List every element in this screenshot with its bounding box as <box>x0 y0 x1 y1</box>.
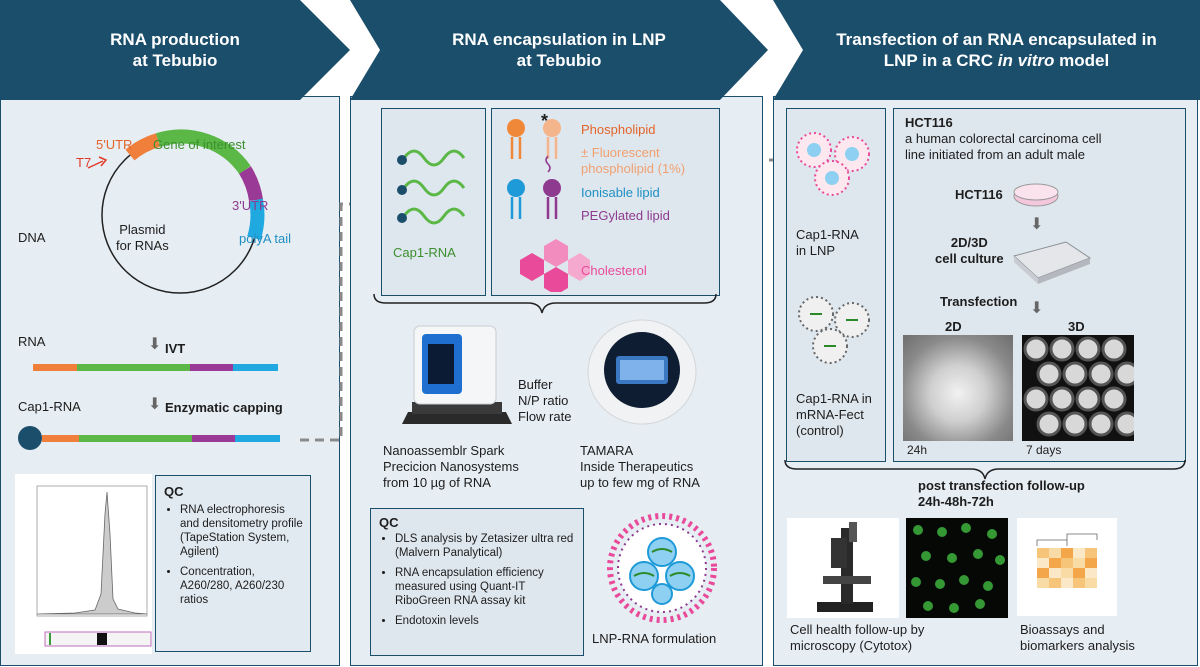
electropherogram-image <box>15 474 152 654</box>
header-title-line2: LNP in a CRC in vitro model <box>883 51 1110 70</box>
header-title-line1: Transfection of an RNA encapsulated in <box>836 30 1157 49</box>
2d-culture-image <box>903 335 1013 441</box>
header-arrow-shape <box>0 0 350 100</box>
lnp-particle-icon <box>607 513 717 623</box>
label-cap1-rna: Cap1-RNA <box>18 399 81 414</box>
header-title-line1: RNA encapsulation in LNP <box>452 30 666 49</box>
label-np-ratio: N/P ratio <box>518 393 569 408</box>
label-3utr: 3'UTR <box>232 198 269 213</box>
label-polya-tail: polyA tail <box>239 231 292 246</box>
label-phospholipid: Phospholipid <box>581 122 656 137</box>
plasmid-goi-arc <box>155 129 251 175</box>
label-24h: 24h <box>907 443 928 457</box>
qc-item: Endotoxin levels <box>395 614 579 628</box>
qc-item: Concentration, A260/280, A260/230 ratios <box>180 565 306 607</box>
lnp-cluster-icon <box>796 132 870 196</box>
label-lnp-rna-formulation: LNP-RNA formulation <box>592 631 717 646</box>
ivt-arrow-icon: ⬇ <box>148 336 162 353</box>
qc-title: QC <box>379 515 399 530</box>
label-hct116-title: HCT116 <box>905 115 953 130</box>
label-ionisable-lipid: Ionisable lipid <box>581 185 660 200</box>
down-arrow-icon: ⬇ <box>1030 300 1044 317</box>
label-transfection: Transfection <box>940 294 1018 309</box>
multiwell-plate-icon <box>1012 241 1092 284</box>
nanoassemblr-spark-image <box>402 325 512 424</box>
label-5utr: 5'UTR <box>96 137 133 152</box>
lipid-icons <box>507 119 590 292</box>
cap1-rna-strands-icon <box>397 149 466 225</box>
header-transfection: Transfection of an RNA encapsulated in L… <box>773 0 1200 100</box>
cap-circle-icon <box>18 426 42 450</box>
header-arrow-shape <box>350 0 768 100</box>
fluorescence-microscopy-image <box>906 518 1008 618</box>
capping-arrow-icon: ⬇ <box>148 396 162 413</box>
cap1-rna-box <box>381 108 486 296</box>
label-hct116-dish: HCT116 <box>955 187 1003 202</box>
label-enzymatic-capping: Enzymatic capping <box>165 400 283 415</box>
label-buffer: Buffer <box>518 377 553 392</box>
header-rna-encapsulation: RNA encapsulation in LNP at Tebubio <box>350 0 768 100</box>
label-7-days: 7 days <box>1026 443 1062 457</box>
plasmid-utr5-arc <box>125 133 161 161</box>
header-title-line2: at Tebubio <box>516 51 602 70</box>
qc-box-lnp: QC DLS analysis by Zetasizer ultra red (… <box>370 508 584 656</box>
label-t7: T7 <box>76 155 92 170</box>
down-arrow-icon: ⬇ <box>1030 216 1044 233</box>
label-ivt: IVT <box>165 341 186 356</box>
brace-shape <box>373 293 717 314</box>
label-2d: 2D <box>945 319 962 334</box>
label-cholesterol: Cholesterol <box>581 263 647 278</box>
heatmap-image <box>1017 518 1117 616</box>
label-flow-rate: Flow rate <box>518 409 572 424</box>
label-pegylated-lipid: PEGylated lipid <box>581 208 670 223</box>
3d-spheroids-image <box>1022 335 1134 441</box>
label-cap1-rna-lnp: Cap1-RNA <box>393 245 456 260</box>
label-dna: DNA <box>18 230 46 245</box>
tamara-device-image <box>587 319 697 425</box>
plasmid-polya-arc <box>247 198 265 241</box>
brace-shape <box>784 459 1186 480</box>
qc-item: RNA electrophoresis and densitometry pro… <box>180 503 306 559</box>
qc-title: QC <box>164 484 184 499</box>
qc-item: RNA encapsulation efficiency measured us… <box>395 566 579 608</box>
plasmid-utr3-arc <box>238 166 263 202</box>
header-rna-production: RNA production at Tebubio <box>0 0 350 100</box>
asterisk-symbol: * <box>541 111 549 131</box>
petri-dish-icon <box>1013 183 1059 207</box>
header-title-line1: RNA production <box>110 30 240 49</box>
label-3d: 3D <box>1068 319 1085 334</box>
label-rna: RNA <box>18 334 46 349</box>
qc-box-rna: QC RNA electrophoresis and densitometry … <box>155 475 311 652</box>
plasmid-diagram <box>87 129 265 294</box>
microscope-image <box>787 518 899 618</box>
mrna-fect-cluster-icon <box>798 296 870 364</box>
label-gene-of-interest: Gene of interest <box>153 137 246 152</box>
header-arrow-shape <box>773 0 1200 100</box>
header-title-line2: at Tebubio <box>132 51 218 70</box>
qc-item: DLS analysis by Zetasizer ultra red (Mal… <box>395 532 579 560</box>
